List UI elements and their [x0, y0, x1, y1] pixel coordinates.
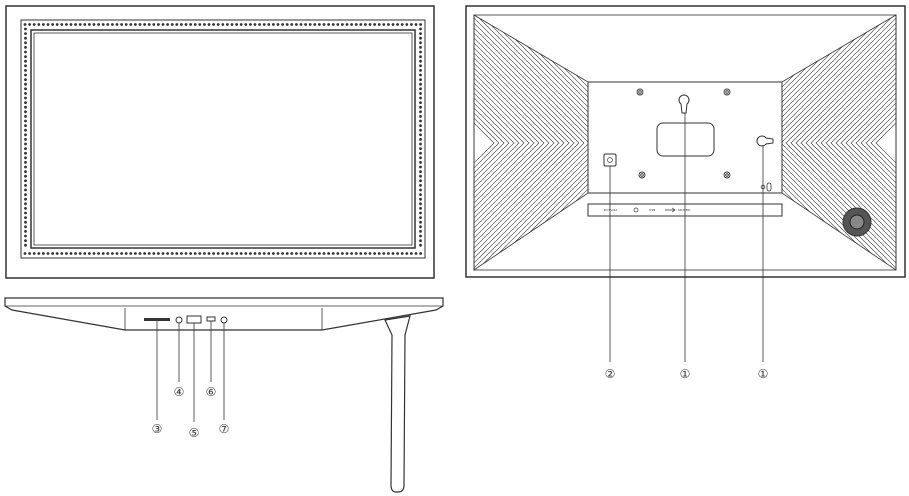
keyhole-top-icon — [678, 94, 690, 114]
stand-socket — [656, 122, 715, 157]
callout-6-micro-usb: ⑥ — [206, 385, 217, 399]
stand-leg — [384, 315, 411, 493]
mount-screws — [636, 88, 731, 179]
callout-3-sd-slot: ③ — [152, 422, 163, 436]
callout-1-top-keyhole: ① — [680, 367, 691, 381]
callout-2-power: ② — [605, 367, 616, 381]
led-border-dots — [23, 23, 422, 255]
front-screen — [30, 29, 416, 249]
front-view — [5, 5, 435, 279]
speaker-cone — [849, 214, 865, 230]
callout-7-dc: ⑦ — [219, 422, 230, 436]
port-label-dc: DC5V/2A — [604, 208, 618, 212]
usb-port-icon — [665, 207, 676, 213]
callout-4-audio: ④ — [174, 385, 185, 399]
sd-card-slot — [144, 318, 170, 321]
front-screen-inner — [33, 32, 413, 246]
side-view — [4, 297, 444, 493]
leader-lines — [156, 113, 764, 422]
front-bezel — [20, 19, 426, 259]
keyhole-right-icon — [756, 135, 774, 147]
power-icon — [607, 157, 613, 163]
callout-1-side-keyhole: ① — [758, 367, 769, 381]
port-label-sd: SD/MMC — [678, 208, 691, 212]
port-label-usb: USB — [649, 208, 655, 212]
back-outer-frame — [465, 5, 906, 278]
audio-jack — [175, 316, 183, 324]
headphone-port-icon — [633, 207, 639, 213]
usb-port — [186, 315, 202, 324]
front-outer-frame — [5, 5, 435, 279]
callout-5-usb: ⑤ — [189, 426, 200, 440]
micro-usb-port — [206, 316, 216, 322]
dc-jack — [220, 316, 228, 324]
power-button — [603, 153, 617, 167]
